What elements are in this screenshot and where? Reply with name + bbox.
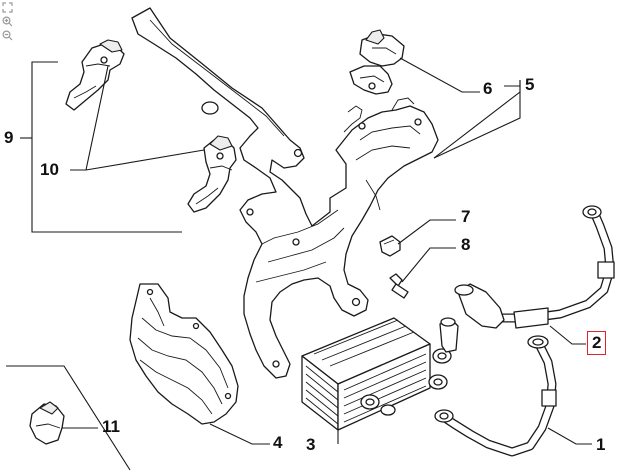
part-7-plug[interactable]: [379, 235, 401, 257]
callout-11[interactable]: 11: [102, 417, 120, 436]
part-1-hose-lower[interactable]: [434, 335, 557, 457]
callout-10[interactable]: 10: [40, 160, 59, 179]
part-2-hose-upper[interactable]: [454, 205, 615, 329]
zoom-in-icon[interactable]: [2, 16, 13, 27]
callout-3[interactable]: 3: [306, 435, 316, 454]
leader-lines: [6, 57, 592, 471]
callout-9[interactable]: 9: [4, 128, 14, 147]
callout-5[interactable]: 5: [525, 75, 535, 94]
part-5-bracket[interactable]: [131, 7, 439, 379]
callout-7[interactable]: 7: [461, 207, 471, 226]
expand-icon[interactable]: [2, 2, 13, 13]
zoom-out-icon[interactable]: [2, 30, 13, 41]
part-10-clamp-upper[interactable]: [65, 39, 125, 111]
part-8-bolt[interactable]: [389, 273, 409, 299]
zoom-toolbar: [2, 2, 14, 44]
part-10-clamp-lower[interactable]: [187, 135, 237, 213]
callout-8[interactable]: 8: [461, 235, 471, 254]
callout-4[interactable]: 4: [273, 433, 283, 452]
part-6-clamp[interactable]: [349, 29, 405, 95]
part-3-oil-cooler[interactable]: [301, 317, 459, 431]
callout-2-selected[interactable]: 2: [587, 331, 607, 355]
part-4-heat-shield[interactable]: [129, 283, 239, 425]
part-11-clip[interactable]: [29, 401, 65, 445]
callout-6[interactable]: 6: [483, 79, 493, 98]
callout-1[interactable]: 1: [596, 435, 606, 454]
